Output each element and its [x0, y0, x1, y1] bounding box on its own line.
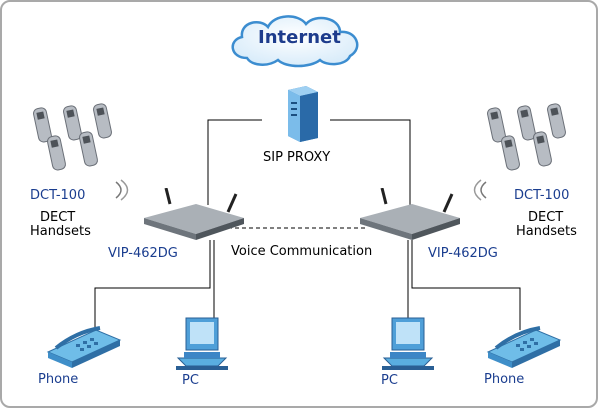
left-phone-label: Phone: [38, 372, 79, 387]
left-dect-handsets-icon: [33, 103, 112, 171]
left-gateway-label: VIP-462DG: [108, 246, 178, 261]
left-pc-label: PC: [182, 373, 199, 388]
left-phone-icon: [46, 326, 122, 368]
left-voip-gateway-icon: [144, 188, 244, 240]
left-handset-desc-1: DECT: [40, 210, 76, 225]
voice-communication-label: Voice Communication: [231, 244, 373, 259]
line-left-router-phone: [94, 240, 211, 330]
line-proxy-left-router: [207, 119, 262, 205]
right-handset-desc-1: DECT: [528, 210, 564, 225]
sip-proxy-label: SIP PROXY: [263, 150, 331, 165]
right-pc-icon: [382, 317, 434, 370]
right-phone-label: Phone: [484, 372, 525, 387]
left-pc-icon: [176, 317, 228, 370]
right-phone-icon: [486, 326, 562, 368]
right-handset-model: DCT-100: [514, 188, 570, 203]
internet-cloud-icon: [231, 15, 359, 68]
left-handset-desc-2: Handsets: [30, 224, 91, 239]
right-pc-label: PC: [381, 373, 398, 388]
right-handset-desc-2: Handsets: [516, 224, 577, 239]
right-dect-handsets-icon: [487, 103, 566, 171]
left-handset-model: DCT-100: [30, 188, 86, 203]
line-right-router-phone: [411, 240, 521, 330]
right-wireless-waves-icon: [473, 179, 487, 201]
sip-proxy-server-icon: [288, 86, 318, 142]
internet-label: Internet: [258, 27, 341, 48]
left-wireless-waves-icon: [115, 179, 129, 201]
right-gateway-label: VIP-462DG: [428, 246, 498, 261]
line-proxy-right-router: [330, 119, 411, 205]
right-voip-gateway-icon: [360, 188, 460, 240]
